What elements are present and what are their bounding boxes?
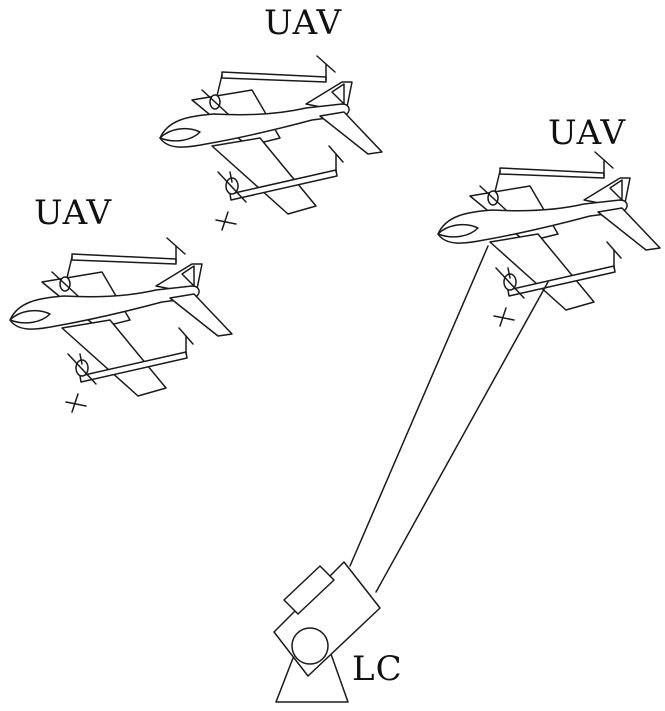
lc-lens <box>292 628 328 664</box>
uav-left-label: UAV <box>34 196 112 230</box>
uav-right-label: UAV <box>548 116 626 150</box>
uav-top-label: UAV <box>264 6 342 40</box>
uav-top-aircraft <box>160 56 382 230</box>
uav-right-aircraft <box>438 152 660 326</box>
laser-beam <box>350 246 548 592</box>
uav-left-aircraft <box>10 238 232 412</box>
lc-label: LC <box>352 652 403 686</box>
